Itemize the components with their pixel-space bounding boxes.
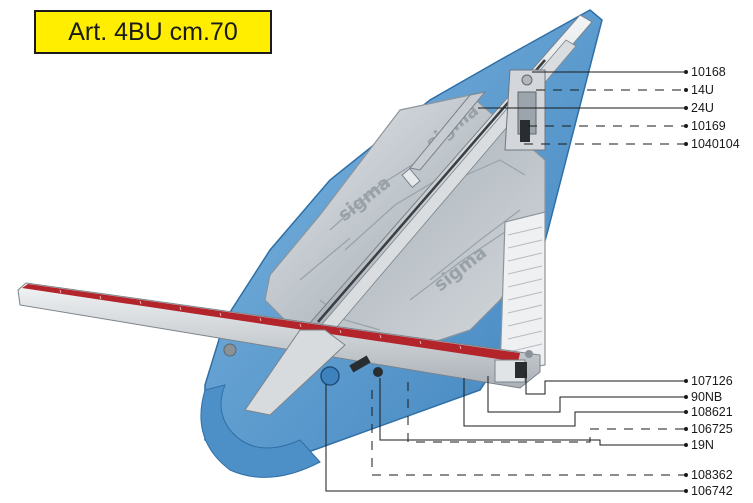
leader-line [487,376,686,413]
model-title: Art. 4BU cm.70 [34,10,272,54]
part-label-10168: 10168 [691,65,726,79]
part-label-24u: 24U [691,101,714,115]
leader-line [407,382,686,443]
leader-dots [684,70,688,493]
leader-line [463,378,686,427]
part-label-14u: 14U [691,83,714,97]
part-label-106742: 106742 [691,484,733,498]
part-label-90nb: 90NB [691,390,723,404]
part-label-108621: 108621 [691,405,733,419]
leader-line [525,372,686,395]
front-stop [223,329,533,416]
scoring-head [504,69,546,151]
leader-line [371,390,686,476]
base-foot [200,384,321,478]
leader-lines [325,71,686,492]
handle-lever [409,91,487,171]
leader-line [379,378,686,446]
part-label-10169: 10169 [691,119,726,133]
handle-grip [401,167,421,189]
leader-line [325,384,686,492]
part-label-19n: 19N [691,438,714,452]
part-label-108362: 108362 [691,468,733,482]
measuring-ruler [17,282,541,389]
part-label-1040104: 1040104 [691,137,740,151]
extension-arm [499,211,546,373]
part-label-107126: 107126 [691,374,733,388]
part-label-106725: 106725 [691,422,733,436]
